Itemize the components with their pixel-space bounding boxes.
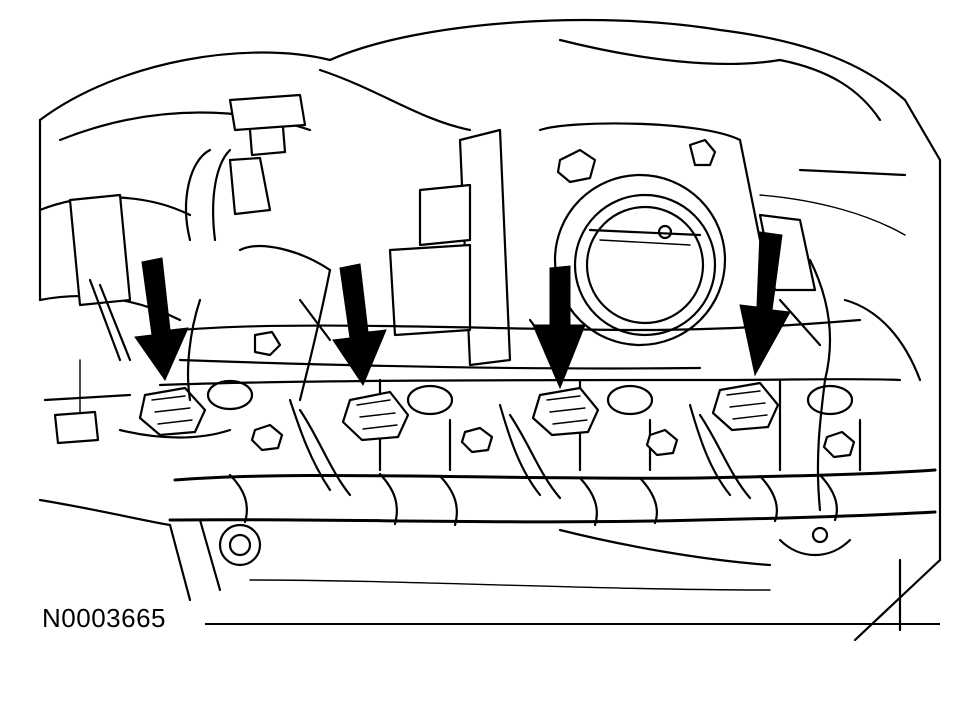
filler-cap [184, 93, 307, 242]
arrow-1 [134, 257, 189, 382]
coil-connector-3 [531, 386, 600, 437]
air-intake-pipe [38, 193, 192, 445]
figure-id-rule [205, 623, 940, 625]
coil-connector-2 [341, 390, 410, 442]
wiring-leads [118, 245, 832, 512]
engine-block [38, 498, 852, 602]
figure-id-label: N0003665 [42, 603, 166, 633]
arrow-4 [739, 231, 791, 377]
coil-connector-4 [711, 381, 780, 432]
coil-connector-1 [138, 386, 207, 437]
arrow-2 [332, 263, 387, 387]
arrow-3 [532, 265, 586, 390]
manifold-bolts [250, 330, 856, 459]
wiring-harness [168, 468, 937, 527]
engine-background-outline [38, 18, 942, 642]
throttle-body [388, 122, 817, 367]
